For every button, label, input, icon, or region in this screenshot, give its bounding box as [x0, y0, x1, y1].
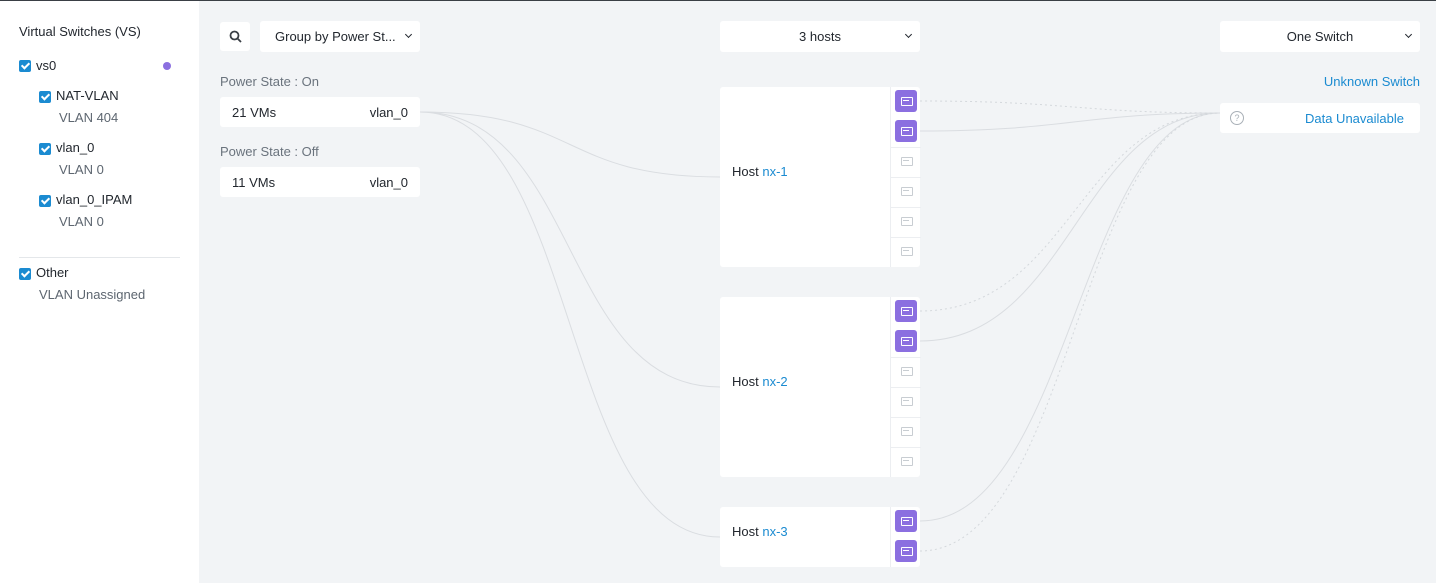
port-active-icon[interactable]: [895, 300, 917, 322]
virtual-switch-sidebar: Virtual Switches (VS) vs0 NAT-VLAN VLAN …: [0, 1, 199, 583]
vm-count: 21 VMs: [232, 105, 277, 120]
port-idle-icon[interactable]: [895, 450, 917, 472]
chevron-down-icon: [404, 30, 413, 39]
search-icon: [229, 30, 242, 43]
group-label-on: Power State : On: [220, 74, 319, 89]
vlan-0-checkbox[interactable]: [39, 143, 51, 155]
host-port-column: [890, 297, 921, 477]
switch-data-box[interactable]: ? Data Unavailable: [1220, 103, 1420, 133]
sidebar-divider: [19, 257, 180, 258]
host-card-nx-2[interactable]: Host nx-2: [720, 297, 921, 477]
host-prefix: Host: [732, 374, 759, 389]
port-divider: [891, 177, 921, 178]
other-sub: VLAN Unassigned: [39, 287, 146, 302]
hosts-value: 3 hosts: [799, 29, 841, 44]
chevron-down-icon: [904, 30, 913, 39]
vm-count: 11 VMs: [232, 175, 276, 190]
host-name-link[interactable]: nx-3: [762, 524, 788, 539]
vlan-0-ipam-label: vlan_0_IPAM: [56, 192, 133, 207]
link-nx2-port1: [919, 112, 1221, 312]
port-divider: [891, 147, 921, 148]
host-label: Host nx-1: [732, 164, 788, 179]
other-label: Other: [36, 265, 69, 280]
group-by-dropdown[interactable]: Group by Power St...: [260, 21, 420, 52]
link-nx1-port1: [919, 100, 1221, 114]
link-nx3-port2: [919, 112, 1221, 552]
vlan-0-label: vlan_0: [56, 140, 95, 155]
port-active-icon[interactable]: [895, 510, 917, 532]
port-divider: [891, 387, 921, 388]
vs0-status-dot: [163, 62, 171, 70]
vlan-0-sub: VLAN 0: [59, 162, 104, 177]
data-unavailable-text: Data Unavailable: [1304, 111, 1404, 126]
switch-dropdown[interactable]: One Switch: [1220, 21, 1420, 52]
vs0-label: vs0: [36, 58, 57, 73]
sidebar-title: Virtual Switches (VS): [19, 24, 141, 39]
link-vms-nx3: [419, 111, 721, 538]
vm-group-off[interactable]: 11 VMs vlan_0: [220, 167, 420, 197]
group-by-value: Group by Power St...: [275, 29, 396, 44]
other-checkbox[interactable]: [19, 268, 31, 280]
port-idle-icon[interactable]: [895, 360, 917, 382]
port-idle-icon[interactable]: [895, 150, 917, 172]
host-name-link[interactable]: nx-1: [762, 164, 788, 179]
port-divider: [891, 357, 921, 358]
nat-vlan-sub: VLAN 404: [59, 110, 119, 125]
vlan-0-ipam-checkbox[interactable]: [39, 195, 51, 207]
port-divider: [891, 447, 921, 448]
switch-value: One Switch: [1286, 29, 1354, 44]
vlan-0-ipam-sub: VLAN 0: [59, 214, 104, 229]
vm-vlan: vlan_0: [369, 105, 408, 120]
port-idle-icon[interactable]: [895, 390, 917, 412]
host-port-column: [890, 507, 920, 567]
vm-group-on[interactable]: 21 VMs vlan_0: [220, 97, 420, 127]
host-label: Host nx-3: [732, 524, 788, 539]
port-active-icon[interactable]: [895, 90, 917, 112]
help-icon[interactable]: ?: [1230, 111, 1244, 125]
link-vms-nx1: [419, 111, 721, 178]
vs0-checkbox[interactable]: [19, 60, 31, 72]
link-nx2-port2: [919, 112, 1221, 342]
chevron-down-icon: [1404, 30, 1413, 39]
host-prefix: Host: [732, 164, 759, 179]
host-card-nx-3[interactable]: Host nx-3: [720, 507, 920, 567]
host-card-nx-1[interactable]: Host nx-1: [720, 87, 921, 267]
port-divider: [891, 237, 921, 238]
host-label: Host nx-2: [732, 374, 788, 389]
port-divider: [891, 417, 921, 418]
port-idle-icon[interactable]: [895, 420, 917, 442]
port-divider: [891, 207, 921, 208]
search-button[interactable]: [220, 22, 250, 51]
group-label-off: Power State : Off: [220, 144, 319, 159]
vm-vlan: vlan_0: [369, 175, 408, 190]
port-idle-icon[interactable]: [895, 240, 917, 262]
link-nx3-port1: [919, 112, 1221, 522]
unknown-switch-link[interactable]: Unknown Switch: [1323, 74, 1420, 89]
port-idle-icon[interactable]: [895, 210, 917, 232]
link-vms-nx2: [419, 111, 721, 388]
host-prefix: Host: [732, 524, 759, 539]
nat-vlan-checkbox[interactable]: [39, 91, 51, 103]
hosts-dropdown[interactable]: 3 hosts: [720, 21, 920, 52]
host-port-column: [890, 87, 921, 267]
port-idle-icon[interactable]: [895, 180, 917, 202]
nat-vlan-label: NAT-VLAN: [56, 88, 119, 103]
port-active-icon[interactable]: [895, 120, 917, 142]
port-active-icon[interactable]: [895, 540, 917, 562]
link-nx1-port2: [919, 112, 1221, 132]
host-name-link[interactable]: nx-2: [762, 374, 788, 389]
port-active-icon[interactable]: [895, 330, 917, 352]
